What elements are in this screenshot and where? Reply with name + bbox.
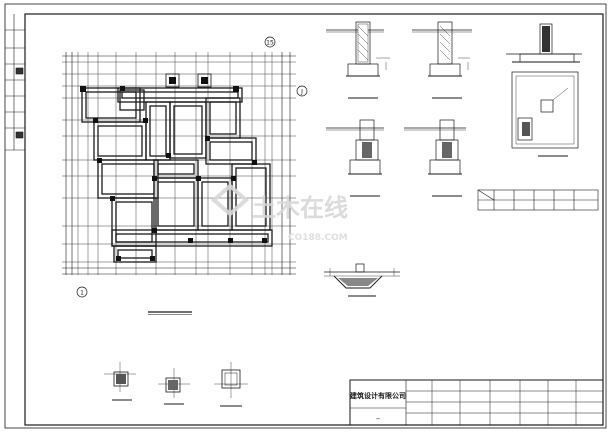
column-detail-2	[158, 368, 190, 405]
column-detail-3	[214, 362, 248, 407]
axis-label-bottom-left: 1	[80, 290, 84, 297]
sheet-mark: —	[376, 416, 380, 421]
axis-bubble-right: J	[296, 85, 308, 97]
plan-column-outlines	[165, 73, 212, 88]
plan-title-underline	[148, 311, 192, 315]
axis-bubble-bottom-left: 1	[76, 286, 88, 298]
binding-strip	[5, 14, 25, 151]
footing-section-3	[326, 119, 384, 197]
footing-section-1	[326, 21, 390, 99]
title-block	[349, 379, 604, 426]
watermark-subtext: CO188.COM	[288, 233, 348, 243]
slab-detail	[324, 263, 400, 297]
axis-label-right: J	[300, 89, 303, 96]
watermark: 土木在线 CO188.COM	[210, 183, 348, 243]
plan-columns	[80, 77, 267, 261]
dimension-lines	[62, 52, 296, 275]
footing-section-4	[404, 119, 466, 197]
company-name: 建筑设计有限公司	[350, 391, 406, 400]
axis-bubble-top-right: 15	[264, 36, 276, 48]
drawing-frame	[4, 3, 607, 429]
foundation-plan: 15 J 1	[62, 36, 308, 315]
rebar-table	[477, 189, 599, 211]
pile-cap-detail	[506, 23, 582, 157]
watermark-text: 土木在线	[252, 194, 348, 222]
watermark-logo-icon	[210, 183, 250, 217]
axis-label-top-right: 15	[266, 40, 274, 47]
foundation-beams	[81, 87, 273, 263]
footing-section-2	[412, 21, 472, 99]
column-detail-1	[104, 362, 136, 401]
